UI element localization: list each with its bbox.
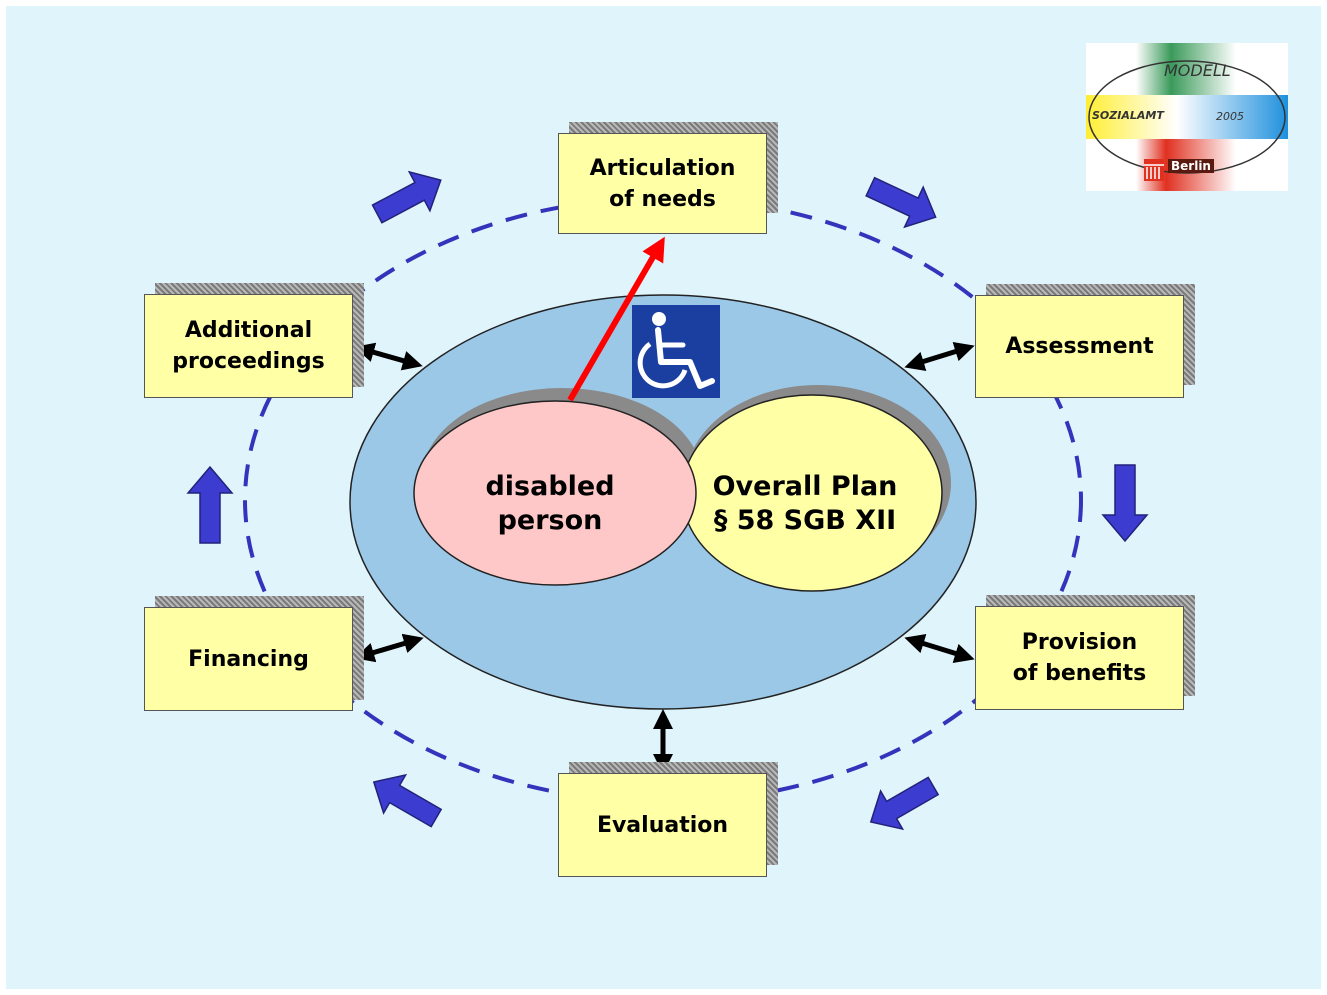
box-provision-of-benefits: Provision of benefits — [975, 606, 1184, 710]
box-evaluation-label: Evaluation — [596, 812, 729, 838]
cycle-arrow-bottom-left — [372, 773, 443, 828]
logo-text-berlin: Berlin — [1168, 159, 1214, 173]
connector-financing — [354, 633, 424, 663]
disabled-person-label: disabled person — [485, 471, 615, 536]
box-provision-label: Provision of benefits — [1012, 630, 1147, 686]
logo-text-year: 2005 — [1216, 110, 1244, 123]
cycle-arrow-top-right — [865, 176, 937, 229]
box-financing: Financing — [144, 607, 353, 711]
box-assessment: Assessment — [975, 295, 1184, 398]
cycle-arrow-bottom-right — [869, 776, 940, 831]
logo-graphic — [1086, 43, 1288, 191]
cycle-arrow-left — [186, 465, 234, 544]
cycle-arrow-right — [1101, 464, 1149, 543]
box-assessment-label: Assessment — [1005, 334, 1154, 359]
logo-text-sozialamt: SOZIALAMT — [1092, 109, 1164, 122]
box-additional-label: Additional proceedings — [172, 318, 325, 374]
cycle-arrow-top-left — [371, 170, 442, 224]
box-evaluation: Evaluation — [558, 773, 767, 877]
box-financing-label: Financing — [188, 646, 309, 672]
box-articulation-of-needs: Articulation of needs — [558, 133, 767, 234]
needs-arrow — [567, 236, 665, 402]
logo-text-modell: MODELL — [1164, 61, 1231, 80]
modell-sozialamt-logo: MODELL SOZIALAMT 2005 Berlin — [1086, 43, 1288, 191]
wheelchair-icon — [632, 305, 720, 398]
person-ellipse — [413, 400, 697, 586]
box-additional-proceedings: Additional proceedings — [144, 294, 353, 398]
connector-additional — [354, 342, 423, 371]
box-articulation-label: Articulation of needs — [589, 155, 736, 212]
overall-plan-label: Overall Plan § 58 SGB XII — [712, 471, 898, 536]
connector-provision — [904, 633, 975, 664]
connector-assessment — [904, 341, 975, 372]
